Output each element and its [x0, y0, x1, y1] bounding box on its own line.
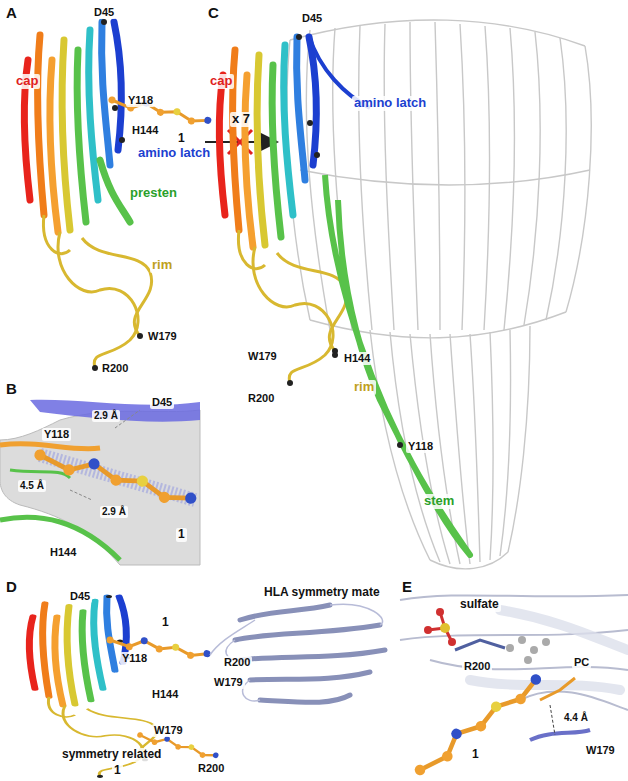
residue-label: H144 — [342, 352, 372, 365]
residue-label: R200 — [222, 656, 252, 669]
residue-label: H144 — [150, 688, 180, 701]
residue-label: R200 — [462, 660, 492, 673]
residue-label: Y118 — [120, 652, 149, 665]
panel-letter: D — [4, 578, 19, 595]
distance-label: 2.9 Å — [92, 410, 120, 422]
region-label: presten — [128, 186, 179, 201]
residue-label: D45 — [68, 590, 92, 603]
residue-label: Y118 — [42, 428, 71, 441]
distance-label: 4.5 Å — [18, 480, 46, 492]
panel-letter: B — [4, 380, 19, 397]
ligand-number: 1 — [176, 528, 187, 542]
distance-label: 4.4 Å — [562, 712, 590, 724]
residue-label: D45 — [300, 12, 324, 25]
region-label: HLA symmetry mate — [262, 586, 382, 600]
region-label: rim — [352, 380, 376, 395]
residue-label: W179 — [152, 724, 185, 737]
residue-label: W179 — [584, 744, 617, 757]
region-label: amino latch — [136, 146, 212, 161]
residue-label: R200 — [196, 762, 226, 775]
region-label: rim — [150, 258, 174, 273]
panel-letter: A — [4, 4, 19, 21]
region-label: cap — [208, 74, 234, 89]
residue-label: R200 — [100, 362, 130, 375]
panel-letter: E — [400, 578, 414, 595]
region-label: cap — [14, 74, 40, 89]
ligand-number: 1 — [112, 764, 123, 778]
distance-label: 2.9 Å — [100, 506, 128, 518]
residue-label: Y118 — [406, 440, 435, 453]
residue-label: W179 — [146, 330, 179, 343]
region-label: PC — [572, 656, 591, 669]
residue-label: H144 — [48, 546, 78, 559]
residue-label: W179 — [246, 350, 279, 363]
residue-label: W179 — [212, 676, 245, 689]
region-label: stem — [422, 494, 456, 509]
region-label: amino latch — [352, 96, 428, 111]
residue-label: H144 — [130, 124, 160, 137]
residue-label: R200 — [246, 392, 276, 405]
ligand-number: 1 — [470, 748, 481, 762]
residue-label: D45 — [150, 396, 174, 409]
region-label: symmetry related — [60, 748, 163, 762]
multiplier-label: x 7 — [230, 112, 252, 127]
ligand-number: 1 — [160, 616, 171, 630]
panel-letter: C — [206, 4, 221, 21]
region-label: sulfate — [458, 598, 501, 612]
ligand-number: 1 — [176, 132, 187, 146]
residue-label: Y118 — [126, 94, 155, 107]
residue-label: D45 — [92, 6, 116, 19]
